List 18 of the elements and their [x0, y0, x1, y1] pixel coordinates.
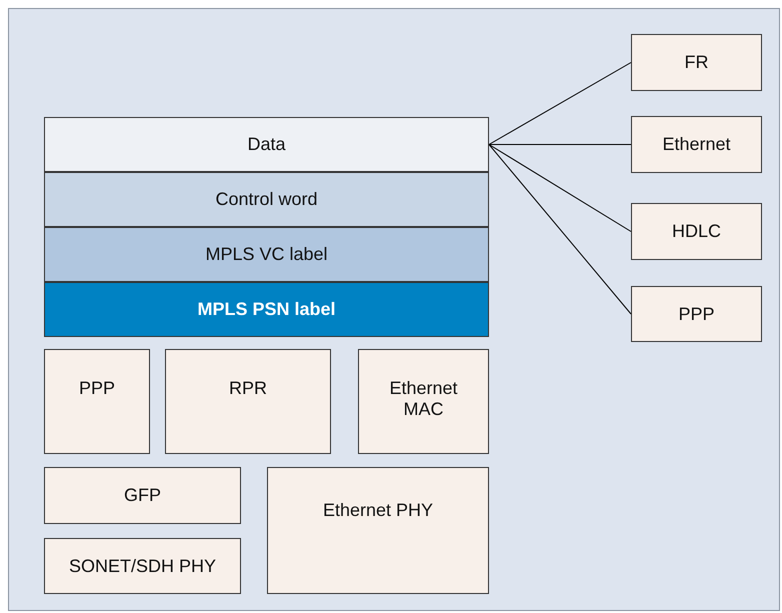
- protocol-box: Ethernet: [631, 116, 762, 173]
- connector-line: [488, 144, 632, 145]
- connector-line: [488, 144, 632, 314]
- protocol-box: PPP: [44, 349, 150, 454]
- header-layer: MPLS VC label: [44, 227, 489, 282]
- protocol-box: Ethernet MAC: [358, 349, 489, 454]
- header-layer: Control word: [44, 172, 489, 227]
- header-layer: MPLS PSN label: [44, 282, 489, 337]
- protocol-box: Ethernet PHY: [267, 467, 489, 594]
- header-layer: Data: [44, 117, 489, 172]
- connector-line: [488, 144, 632, 232]
- protocol-box: PPP: [631, 286, 762, 342]
- protocol-box: RPR: [165, 349, 331, 454]
- protocol-box: FR: [631, 34, 762, 91]
- protocol-box: GFP: [44, 467, 241, 524]
- connector-line: [488, 62, 632, 145]
- protocol-box: SONET/SDH PHY: [44, 538, 241, 594]
- protocol-box: HDLC: [631, 203, 762, 260]
